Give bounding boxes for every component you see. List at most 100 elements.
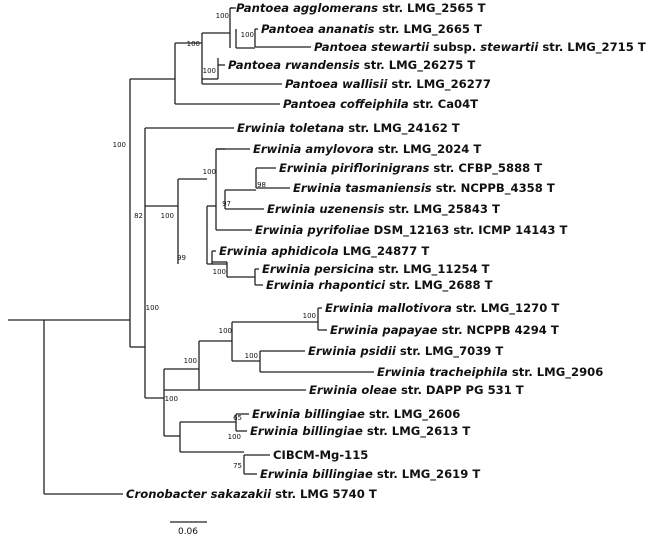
tip-species-name: Erwinia uzenensis <box>267 202 385 216</box>
tip-strain-text: str. LMG_25843 T <box>384 202 500 217</box>
bootstrap-value: 100 <box>187 40 200 48</box>
tree-branches <box>8 7 374 495</box>
tip-label: Erwinia oleae str. DAPP PG 531 T <box>309 383 524 397</box>
tip-label: Erwinia uzenensis str. LMG_25843 T <box>267 202 500 217</box>
tip-strain-text: str. LMG_2619 T <box>373 467 481 482</box>
tip-label: Erwinia billingiae str. LMG_2606 <box>252 407 460 422</box>
tip-species-name: Erwinia psidii <box>308 344 397 358</box>
bootstrap-value: 100 <box>113 141 126 149</box>
tip-species-name: Pantoea stewartii <box>314 40 430 54</box>
tip-strain-text: str. LMG_26275 T <box>360 58 476 73</box>
tip-strain-text: str. LMG_2665 T <box>374 22 482 37</box>
tip-strain-text: str. LMG_24162 T <box>344 121 460 136</box>
tip-label: Erwinia toletana str. LMG_24162 T <box>237 121 460 136</box>
tip-species-name: Erwinia piriflorinigrans <box>279 161 429 175</box>
tip-strain-text: subsp. <box>429 40 480 54</box>
tip-label: Erwinia rhapontici str. LMG_2688 T <box>266 278 493 293</box>
tip-label: Erwinia billingiae str. LMG_2619 T <box>260 467 480 482</box>
tip-species-name: Erwinia billingiae <box>252 407 365 421</box>
bootstrap-value: 100 <box>213 268 226 276</box>
tip-strain-text: str. LMG_11254 T <box>374 262 490 277</box>
tip-strain-text: LMG_24877 T <box>339 244 430 259</box>
tip-species-name: Erwinia toletana <box>237 121 344 135</box>
bootstrap-value: 97 <box>222 200 231 208</box>
tip-species-name: Erwinia mallotivora <box>325 301 452 315</box>
bootstrap-value: 100 <box>203 168 216 176</box>
tip-strain-text: str. DAPP PG 531 T <box>397 383 524 397</box>
tip-strain-text: str. LMG_2688 T <box>385 278 493 293</box>
bootstrap-value: 100 <box>219 327 232 335</box>
bootstrap-value: 82 <box>134 212 143 220</box>
bootstrap-value: 100 <box>146 304 159 312</box>
bootstrap-value: 100 <box>161 212 174 220</box>
tip-species-name: stewartii <box>480 40 539 54</box>
scale-bar: 0.06 <box>170 521 207 536</box>
bootstrap-value: 75 <box>233 462 242 470</box>
tip-strain-text: str. LMG 5740 T <box>271 487 377 501</box>
bootstrap-value: 65 <box>233 414 242 422</box>
tip-species-name: Pantoea rwandensis <box>228 58 360 72</box>
tip-species-name: Erwinia amylovora <box>253 142 374 156</box>
tip-species-name: Erwinia billingiae <box>260 467 373 481</box>
bootstrap-value: 100 <box>184 357 197 365</box>
tip-label: Erwinia persicina str. LMG_11254 T <box>262 262 490 277</box>
tip-strain-text: str. LMG_2613 T <box>363 424 471 439</box>
tip-label: Pantoea agglomerans str. LMG_2565 T <box>236 1 486 16</box>
bootstrap-values: 100 100 100 100 100 82 100 100 98 97 99 100 100 100 10… <box>113 12 316 470</box>
tip-species-name: Erwinia pyrifoliae <box>255 223 370 237</box>
bootstrap-value: 100 <box>241 31 254 39</box>
bootstrap-value: 100 <box>203 67 216 75</box>
tip-species-name: Pantoea coffeiphila <box>283 97 409 111</box>
tip-strain-text: CIBCM-Mg-115 <box>273 448 368 462</box>
tip-labels: Pantoea agglomerans str. LMG_2565 TPanto… <box>126 1 646 501</box>
tip-strain-text: str. NCPPB 4294 T <box>438 323 559 337</box>
tip-strain-text: str. NCPPB_4358 T <box>432 181 555 196</box>
tip-label: Pantoea wallisii str. LMG_26277 <box>285 77 491 92</box>
tip-label: Erwinia piriflorinigrans str. CFBP_5888 … <box>279 161 542 176</box>
bootstrap-value: 98 <box>257 181 266 189</box>
tip-strain-text: str. LMG_1270 T <box>452 301 560 316</box>
scale-bar-label: 0.06 <box>178 527 198 536</box>
tip-label: Cronobacter sakazakii str. LMG 5740 T <box>126 487 377 501</box>
tip-strain-text: str. LMG_2024 T <box>374 142 482 157</box>
tip-label: CIBCM-Mg-115 <box>273 448 368 462</box>
bootstrap-value: 100 <box>228 433 241 441</box>
tip-strain-text: str. CFBP_5888 T <box>429 161 542 176</box>
bootstrap-value: 99 <box>177 254 186 262</box>
tip-strain-text: str. LMG_2565 T <box>378 1 486 16</box>
tip-label: Erwinia amylovora str. LMG_2024 T <box>253 142 481 157</box>
bootstrap-value: 100 <box>245 352 258 360</box>
tip-label: Erwinia tracheiphila str. LMG_2906 <box>377 365 603 380</box>
tip-label: Erwinia psidii str. LMG_7039 T <box>308 344 503 359</box>
bootstrap-value: 100 <box>303 312 316 320</box>
tip-label: Pantoea coffeiphila str. Ca04T <box>283 97 478 111</box>
tip-species-name: Pantoea wallisii <box>285 77 388 91</box>
tip-species-name: Pantoea ananatis <box>261 22 375 36</box>
tip-label: Erwinia mallotivora str. LMG_1270 T <box>325 301 559 316</box>
tip-strain-text: str. LMG_2606 <box>365 407 461 422</box>
tip-label: Erwinia pyrifoliae DSM_12163 str. ICMP 1… <box>255 223 568 238</box>
tip-label: Erwinia tasmaniensis str. NCPPB_4358 T <box>293 181 555 196</box>
tip-strain-text: str. LMG_2715 T <box>538 40 646 55</box>
bootstrap-value: 100 <box>165 395 178 403</box>
tip-species-name: Erwinia billingiae <box>250 424 363 438</box>
tip-species-name: Erwinia tracheiphila <box>377 365 508 379</box>
bootstrap-value: 100 <box>216 12 229 20</box>
tip-label: Erwinia papayae str. NCPPB 4294 T <box>330 323 559 337</box>
tip-label: Erwinia aphidicola LMG_24877 T <box>219 244 429 259</box>
tip-strain-text: str. Ca04T <box>409 97 478 111</box>
tip-species-name: Erwinia tasmaniensis <box>293 181 432 195</box>
tip-species-name: Pantoea agglomerans <box>236 1 378 15</box>
tip-strain-text: str. LMG_7039 T <box>396 344 504 359</box>
tip-species-name: Erwinia rhapontici <box>266 278 386 292</box>
tip-strain-text: str. LMG_26277 <box>387 77 491 92</box>
tip-label: Pantoea stewartii subsp. stewartii str. … <box>314 40 646 55</box>
tip-species-name: Erwinia oleae <box>309 383 397 397</box>
tip-species-name: Erwinia papayae <box>330 323 438 337</box>
tip-label: Erwinia billingiae str. LMG_2613 T <box>250 424 470 439</box>
tip-species-name: Erwinia persicina <box>262 262 374 276</box>
tip-label: Pantoea ananatis str. LMG_2665 T <box>261 22 482 37</box>
tip-strain-text: DSM_12163 str. ICMP 14143 T <box>370 223 568 238</box>
tip-species-name: Erwinia aphidicola <box>219 244 339 258</box>
